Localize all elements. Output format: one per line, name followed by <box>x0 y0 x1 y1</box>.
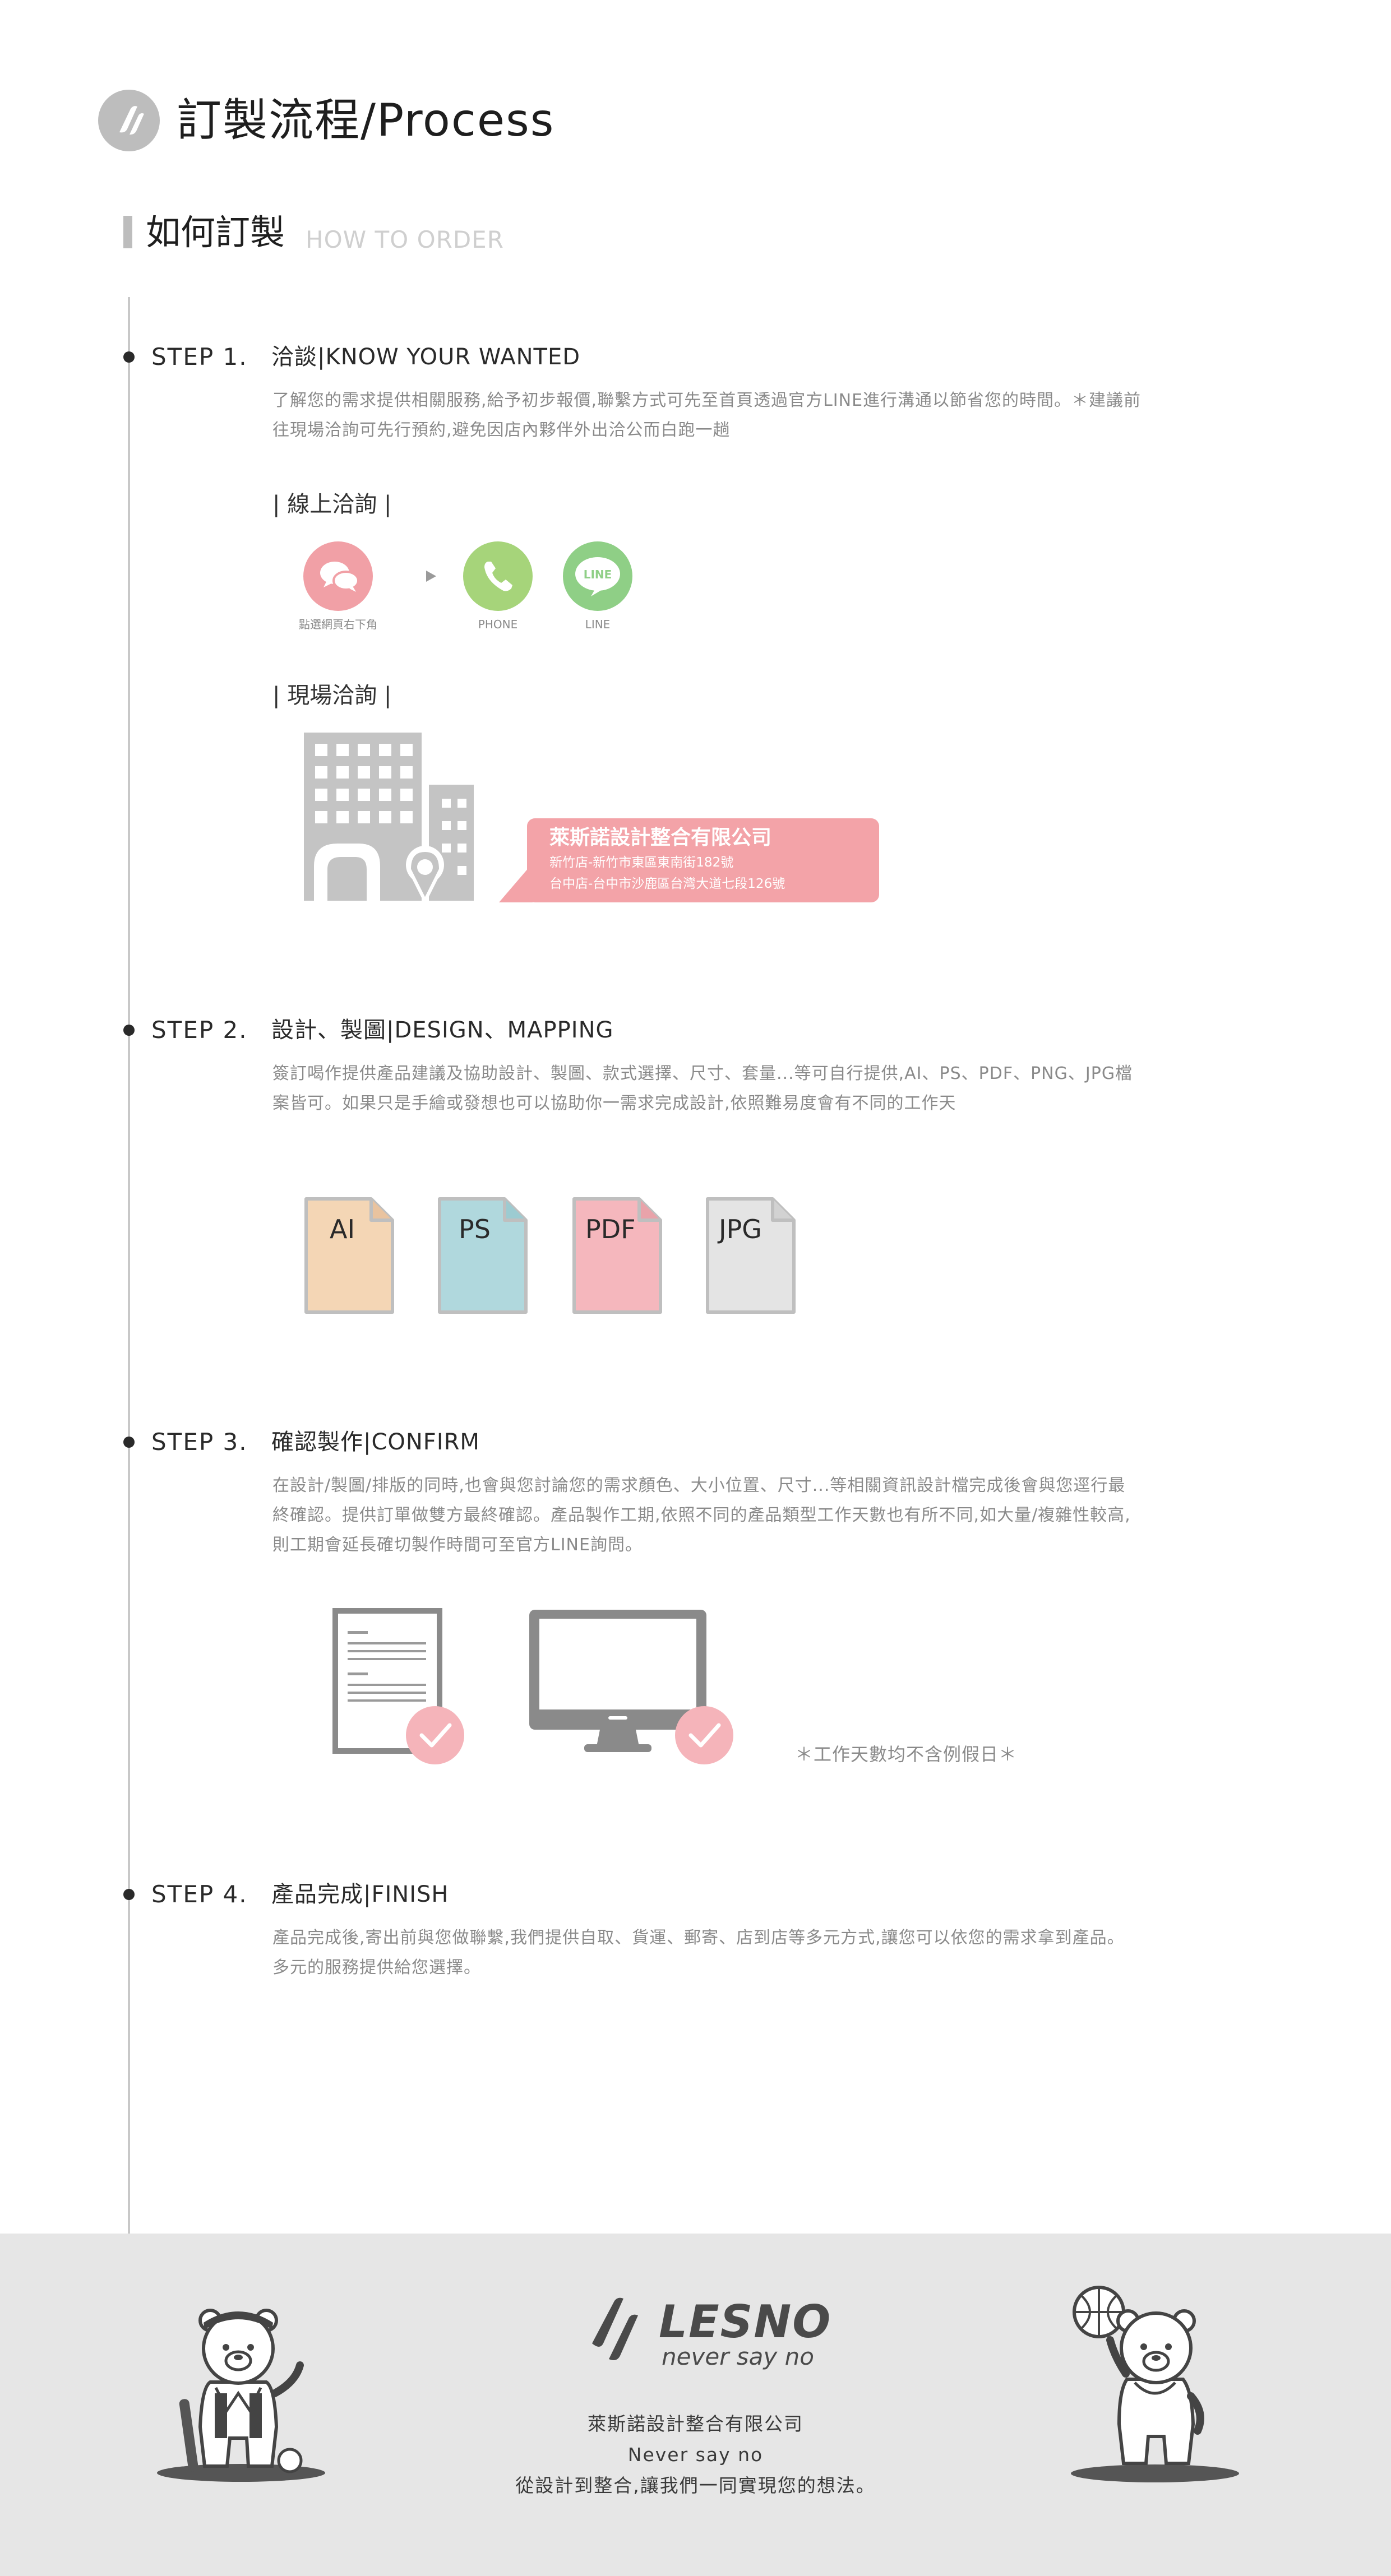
line-caption: LINE <box>585 618 611 631</box>
file-type-label: AI <box>330 1214 355 1244</box>
step-title: 設計、製圖|DESIGN、MAPPING <box>271 1017 614 1043</box>
ai-file-icon <box>304 1197 395 1317</box>
pdf-file-icon <box>572 1197 663 1317</box>
step-description: 了解您的需求提供相關服務,給予初步報價,聯繫方式可先至首頁透過官方LINE進行溝… <box>272 391 1142 440</box>
step-description: 產品完成後,寄出前與您做聯繫,我們提供自取、貨運、郵寄、店到店等多元方式,讓您可… <box>272 1928 1125 1977</box>
timeline-dot <box>123 1437 135 1448</box>
ps-file-icon <box>437 1197 528 1317</box>
section-title: 如何訂製 <box>146 212 285 253</box>
footer-company: 萊斯諾設計整合有限公司 <box>588 2413 803 2435</box>
footer-tagline: Never say no <box>627 2444 764 2466</box>
file-type-label: PS <box>459 1214 491 1244</box>
online-inquiry-heading: | 線上洽詢 | <box>272 492 392 517</box>
arrow-right-icon <box>424 569 438 586</box>
phone-icon[interactable] <box>463 541 533 611</box>
section-marker <box>123 216 132 248</box>
bear-baseball-icon <box>149 2298 328 2485</box>
leaf-logo-icon <box>98 90 160 151</box>
brand-slogan: never say no <box>662 2343 814 2370</box>
step-number: STEP 2. <box>151 1016 248 1044</box>
timeline-dot <box>123 1025 135 1036</box>
document-check-icon <box>332 1607 466 1769</box>
step-title: 洽談|KNOW YOUR WANTED <box>271 344 581 370</box>
step-title: 確認製作|CONFIRM <box>271 1429 480 1455</box>
bear-basketball-icon <box>1065 2284 1245 2485</box>
brand-name: LESNO <box>659 2296 832 2348</box>
store-address-hsinchu: 新竹店-新竹市東區東南街182號 <box>549 855 734 870</box>
timeline-dot <box>123 351 135 363</box>
phone-caption: PHONE <box>478 618 518 631</box>
step-description: 簽訂喝作提供產品建議及協助設計、製圖、款式選擇、尺寸、套量...等可自行提供,A… <box>272 1064 1133 1113</box>
card-pointer <box>499 863 533 905</box>
monitor-check-icon <box>527 1607 740 1769</box>
timeline-line <box>128 297 130 2234</box>
shop-info-card <box>527 818 879 902</box>
footer-motto: 從設計到整合,讓我們一同實現您的想法。 <box>515 2475 876 2496</box>
file-type-label: PDF <box>585 1214 636 1244</box>
timeline-dot <box>123 1889 135 1900</box>
step-number: STEP 3. <box>151 1428 248 1456</box>
store-address-taichung: 台中店-台中市沙鹿區台灣大道七段126號 <box>549 877 785 891</box>
lesno-logo-icon <box>577 2290 656 2370</box>
company-name: 萊斯諾設計整合有限公司 <box>549 826 772 849</box>
step-title: 產品完成|FINISH <box>271 1882 449 1907</box>
onsite-inquiry-heading: | 現場洽詢 | <box>272 683 392 708</box>
svg-text:LINE: LINE <box>584 568 612 581</box>
line-icon[interactable]: LINE <box>563 541 632 611</box>
step-number: STEP 1. <box>151 343 248 370</box>
section-subtitle: HOW TO ORDER <box>306 226 504 253</box>
file-type-label: JPG <box>719 1214 762 1244</box>
page-title: 訂製流程/Process <box>177 94 555 146</box>
building-location-icon <box>303 731 477 905</box>
chat-caption: 點選網頁右下角 <box>299 618 377 631</box>
chat-bubbles-icon[interactable] <box>303 541 373 611</box>
jpg-file-icon <box>705 1197 796 1317</box>
step-description: 在設計/製圖/排版的同時,也會與您討論您的需求顏色、大小位置、尺寸...等相關資… <box>272 1476 1131 1555</box>
step-number: STEP 4. <box>151 1880 248 1908</box>
workday-note: ＊工作天數均不含例假日＊ <box>795 1744 1018 1765</box>
